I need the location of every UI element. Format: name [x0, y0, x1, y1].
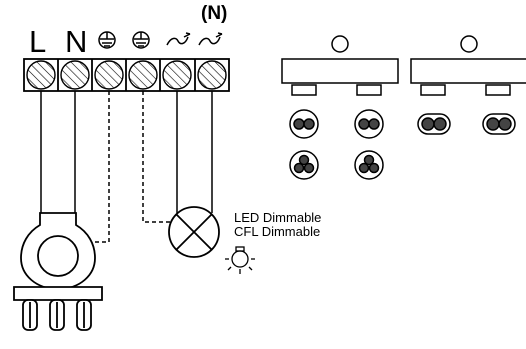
terminal-block [23, 58, 230, 92]
wires-to-plug [40, 91, 110, 243]
terminal-label-l: L [29, 24, 47, 59]
cable-2-core-round [354, 109, 384, 139]
lamp-type-line-1: LED Dimmable [234, 210, 322, 225]
wires-to-lamp [142, 91, 213, 223]
cable-3-core-round [354, 150, 384, 180]
lamp-type-line-2: CFL Dimmable [234, 224, 321, 239]
cable-3-core-round [289, 150, 319, 180]
dimmer-output-icon [198, 32, 223, 46]
cable-2-core-flat [417, 113, 451, 135]
terminal-label-n: N [65, 24, 88, 59]
cable-2-core-round [289, 109, 319, 139]
cable-2-core-flat [482, 113, 516, 135]
optional-neutral-label: (N) [201, 3, 228, 24]
cable-clamp-left [281, 35, 399, 96]
lamp-symbol [168, 206, 220, 258]
light-bulb-icon [225, 246, 255, 274]
dimmer-output-icon [166, 32, 191, 46]
earth-icon [98, 31, 116, 49]
mains-plug-icon [13, 212, 103, 331]
cable-clamp-right [410, 35, 526, 96]
earth-icon [132, 31, 150, 49]
